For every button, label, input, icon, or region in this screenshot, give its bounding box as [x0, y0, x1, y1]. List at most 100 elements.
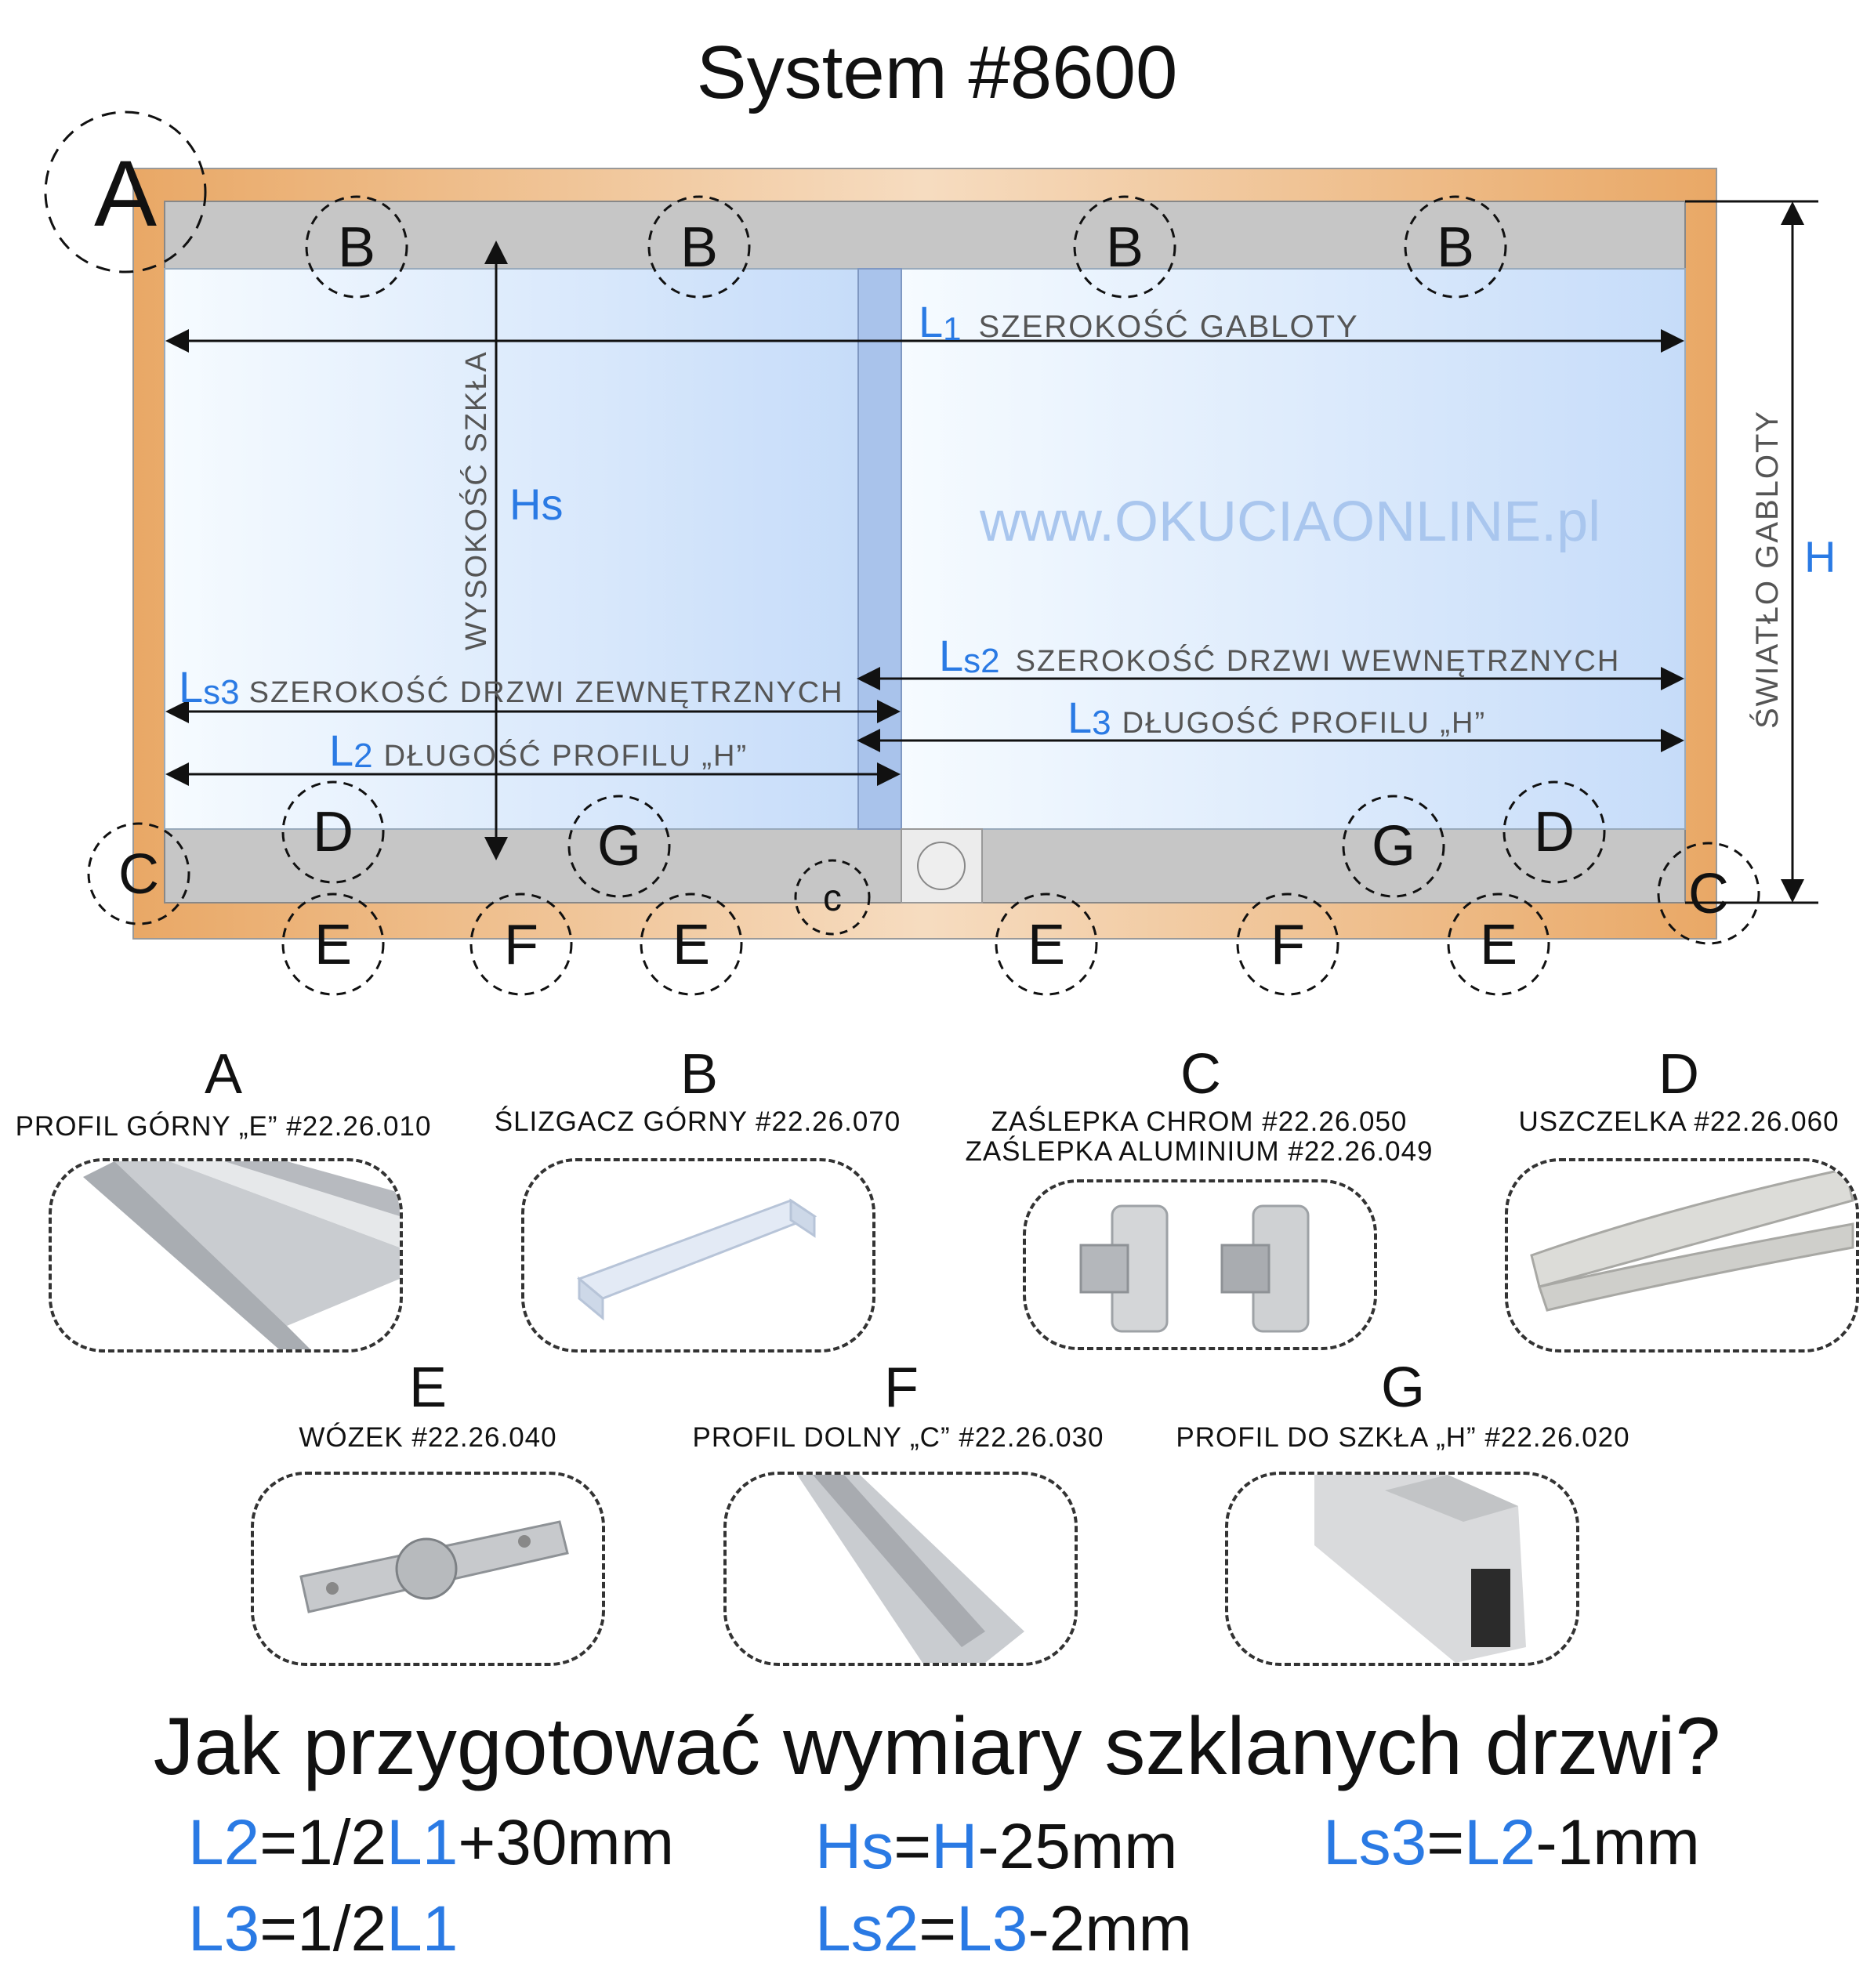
- svg-text:E: E: [314, 914, 352, 976]
- marker-d-2: D: [1502, 780, 1606, 884]
- formula-l2-mid: =1/2: [259, 1807, 387, 1878]
- formula-hs: Hs=H-25mm: [815, 1810, 1177, 1884]
- marker-d-1: D: [281, 780, 385, 884]
- formula-ls2-tail: -2mm: [1028, 1893, 1192, 1964]
- marker-e-2: E: [640, 893, 743, 996]
- formula-ls2-mid: =: [919, 1893, 957, 1964]
- marker-a: A: [44, 110, 207, 273]
- svg-text:G: G: [597, 815, 641, 878]
- part-c-name-1: ZAŚLEPKA CHROM #22.26.050: [991, 1106, 1408, 1137]
- seal-icon: [1530, 1168, 1854, 1312]
- part-e-name: WÓZEK #22.26.040: [299, 1422, 557, 1453]
- wheel-icon: [917, 842, 966, 890]
- part-b-photo: [521, 1158, 875, 1352]
- formula-ls2-lhs: Ls2: [815, 1893, 919, 1964]
- svg-text:A: A: [94, 141, 157, 246]
- svg-text:C: C: [1688, 863, 1729, 925]
- l3-label: DŁUGOŚĆ PROFILU „H”: [1122, 704, 1486, 740]
- part-d-photo: [1505, 1158, 1859, 1352]
- hs-label: WYSOKOŚĆ SZKŁA: [458, 350, 493, 650]
- ls3-subscript: s3: [203, 673, 239, 712]
- part-b-name: ŚLIZGACZ GÓRNY #22.26.070: [494, 1106, 901, 1137]
- svg-text:G: G: [1372, 815, 1415, 878]
- question-heading: Jak przygotować wymiary szklanych drzwi?: [153, 1701, 1721, 1792]
- formula-l3-rhs: L1: [386, 1893, 459, 1964]
- bottom-profile-c-icon: [797, 1475, 1024, 1663]
- marker-e-1: E: [281, 893, 385, 996]
- h-profile-strip: [857, 268, 902, 830]
- top-rail: [164, 201, 1686, 270]
- formula-ls3-tail: -1mm: [1535, 1807, 1700, 1878]
- marker-c-small: c: [794, 859, 871, 936]
- formula-l2-lhs: L2: [188, 1807, 260, 1878]
- formula-ls3-rhs: L2: [1464, 1807, 1536, 1878]
- part-f-name: PROFIL DOLNY „C” #22.26.030: [692, 1422, 1104, 1453]
- h-label: ŚWIATŁO GABLOTY: [1749, 410, 1785, 729]
- part-d-name: USZCZELKA #22.26.060: [1518, 1106, 1840, 1137]
- part-e-letter: E: [408, 1356, 448, 1419]
- l1-label: SZEROKOŚĆ GABLOTY: [979, 308, 1359, 344]
- svg-text:B: B: [1106, 216, 1144, 279]
- outer-door-glass: [164, 268, 859, 830]
- formula-hs-tail: -25mm: [977, 1811, 1178, 1882]
- part-e-photo: [251, 1472, 605, 1666]
- svg-text:B: B: [338, 216, 375, 279]
- l2-label: DŁUGOŚĆ PROFILU „H”: [384, 737, 748, 773]
- marker-e-3: E: [995, 893, 1098, 996]
- formula-ls3-lhs: Ls3: [1323, 1807, 1427, 1878]
- part-a-letter: A: [204, 1043, 243, 1106]
- formula-l2-tail: +30mm: [458, 1807, 675, 1878]
- marker-f-2: F: [1236, 893, 1339, 996]
- svg-text:B: B: [1437, 216, 1474, 279]
- ls3-label: SZEROKOŚĆ DRZWI ZEWNĘTRZNYCH: [249, 674, 844, 709]
- formula-l2-rhs: L1: [386, 1807, 459, 1878]
- page-title: System #8600: [696, 31, 1178, 114]
- part-g-name: PROFIL DO SZKŁA „H” #22.26.020: [1176, 1422, 1630, 1453]
- glass-profile-h-icon: [1314, 1475, 1526, 1663]
- marker-e-4: E: [1447, 893, 1550, 996]
- l2-subscript: 2: [353, 737, 372, 775]
- marker-b-4: B: [1404, 195, 1507, 299]
- formula-ls2-rhs: L3: [956, 1893, 1028, 1964]
- part-a-photo: [49, 1158, 403, 1352]
- formula-hs-lhs: Hs: [815, 1811, 894, 1882]
- part-c-photo: [1023, 1179, 1377, 1350]
- top-slider-icon: [577, 1198, 817, 1321]
- h-symbol: H: [1804, 532, 1836, 581]
- svg-text:E: E: [672, 914, 710, 976]
- marker-c-1: C: [87, 822, 190, 925]
- part-b-letter: B: [680, 1043, 719, 1106]
- marker-b-1: B: [305, 195, 408, 299]
- l3-subscript: 3: [1092, 704, 1111, 742]
- ls3-symbol: L: [179, 662, 203, 712]
- svg-text:D: D: [1534, 801, 1575, 864]
- part-g-photo: [1225, 1472, 1579, 1666]
- end-cap-icon: [1079, 1204, 1310, 1333]
- marker-b-3: B: [1073, 195, 1176, 299]
- part-a-name: PROFIL GÓRNY „E” #22.26.010: [15, 1111, 432, 1142]
- svg-text:D: D: [313, 801, 353, 864]
- svg-text:C: C: [118, 843, 159, 906]
- watermark: www.OKUCIAONLINE.pl: [979, 491, 1600, 553]
- marker-c-2: C: [1657, 842, 1760, 945]
- part-g-letter: G: [1380, 1356, 1425, 1419]
- l3-symbol: L: [1067, 693, 1092, 742]
- part-f-photo: [723, 1472, 1078, 1666]
- formula-l3-lhs: L3: [188, 1893, 260, 1964]
- ls2-label: SZEROKOŚĆ DRZWI WEWNĘTRZNYCH: [1016, 643, 1621, 678]
- l1-symbol: L: [919, 297, 943, 346]
- formula-hs-rhs: H: [931, 1811, 978, 1882]
- part-d-letter: D: [1658, 1043, 1699, 1106]
- trolley-icon: [299, 1520, 569, 1613]
- svg-text:E: E: [1480, 914, 1517, 976]
- marker-g-1: G: [567, 795, 671, 898]
- svg-text:F: F: [1270, 914, 1305, 976]
- formula-l3: L3=1/2L1: [188, 1892, 458, 1966]
- marker-g-2: G: [1342, 795, 1445, 898]
- svg-text:B: B: [680, 216, 718, 279]
